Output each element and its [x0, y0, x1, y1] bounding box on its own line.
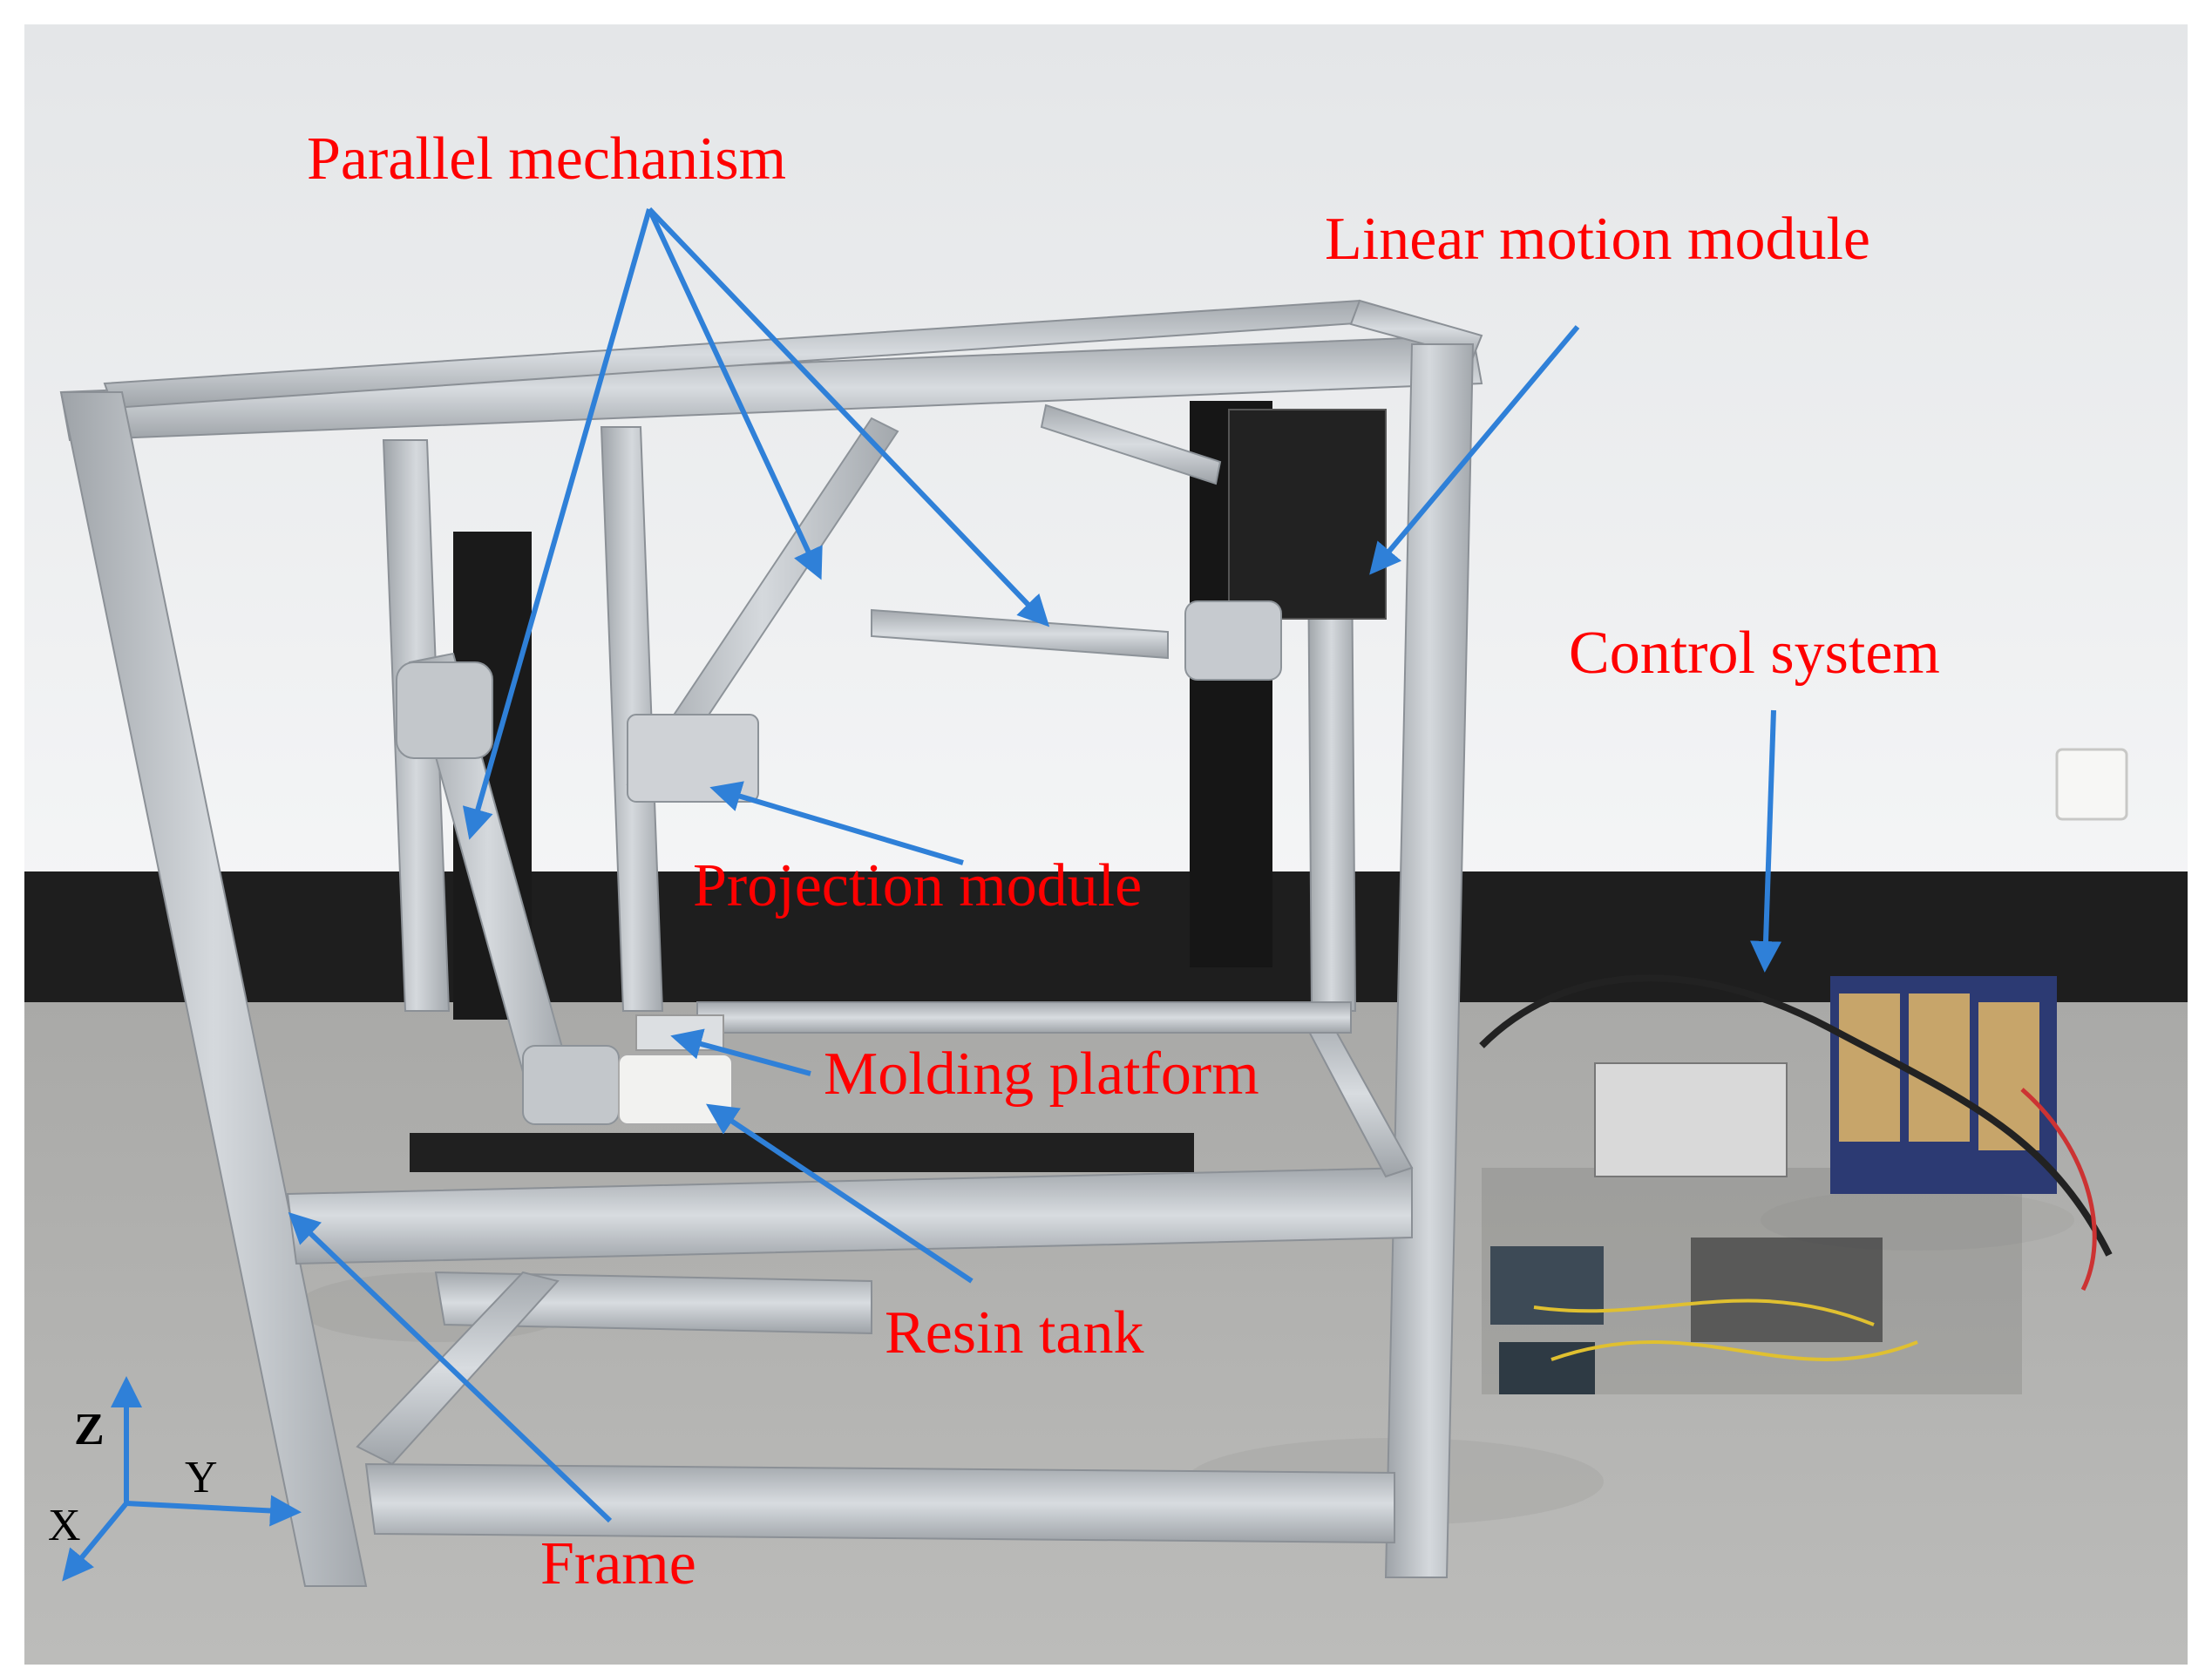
label-parallel-mechanism: Parallel mechanism [307, 125, 787, 193]
arrow-molding [670, 1028, 811, 1076]
label-resin-tank: Resin tank [885, 1299, 1144, 1366]
label-frame: Frame [540, 1530, 696, 1597]
control-electronics [1479, 974, 2113, 1394]
arrow-parallel-1 [462, 208, 652, 840]
arrow-control-system [1750, 709, 1782, 973]
axis-y-label: Y [185, 1453, 218, 1502]
axis-triad [62, 1376, 302, 1582]
arrow-frame [288, 1211, 613, 1523]
label-projection-module: Projection module [693, 852, 1143, 919]
annotation-arrows [288, 207, 1782, 1523]
label-molding-platform: Molding platform [824, 1041, 1259, 1108]
axis-z-label: Z [74, 1405, 105, 1455]
arrow-parallel-3 [647, 207, 1050, 627]
arrow-resin [706, 1103, 974, 1284]
arrow-linear-motion [1369, 325, 1580, 575]
axis-y-arrow [126, 1495, 302, 1527]
label-linear-motion-module: Linear motion module [1325, 206, 1870, 273]
parallel-links [396, 403, 1282, 1125]
wall-socket [2055, 748, 2128, 821]
axis-x-label: X [48, 1501, 81, 1550]
arrow-projection [709, 781, 964, 865]
label-control-system: Control system [1569, 620, 1940, 687]
linear-rails [410, 401, 1387, 1172]
axis-x-arrow [62, 1502, 129, 1582]
arrow-parallel-2 [647, 207, 823, 580]
